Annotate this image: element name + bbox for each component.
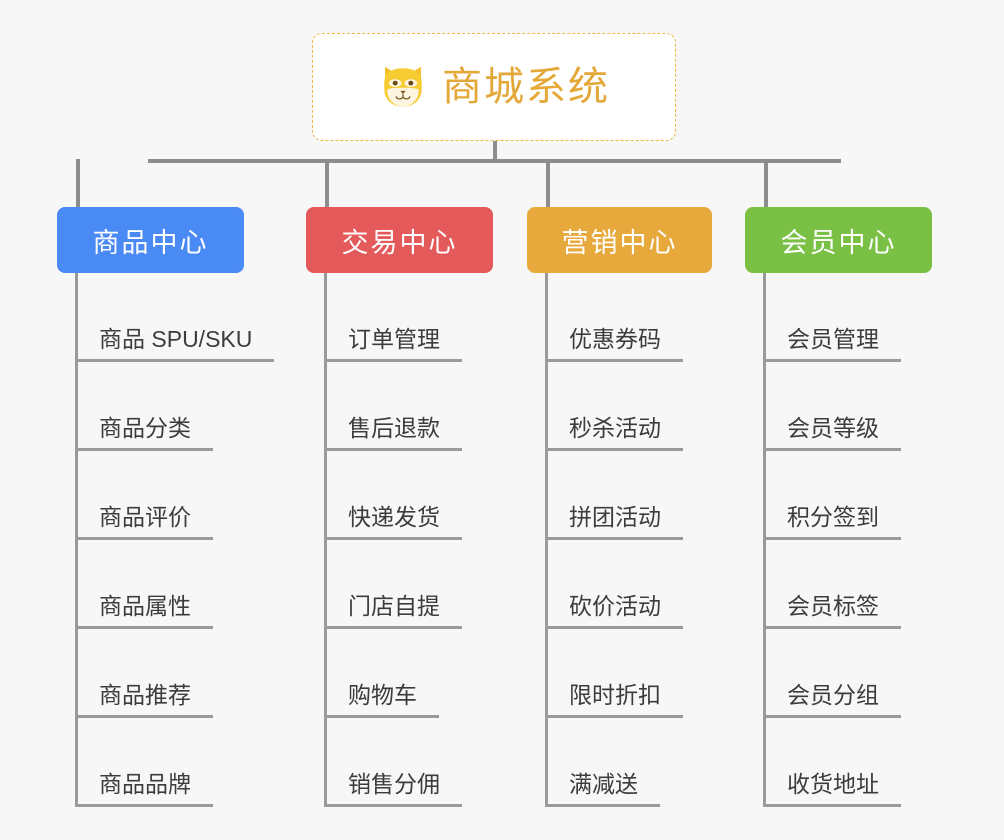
connector-root-vertical bbox=[493, 141, 497, 162]
leaf-item[interactable]: 快递发货 bbox=[326, 451, 493, 540]
leaf-label: 秒杀活动 bbox=[547, 415, 683, 451]
leaf-item[interactable]: 商品属性 bbox=[77, 540, 274, 629]
leaf-item[interactable]: 拼团活动 bbox=[547, 451, 712, 540]
leaf-spine bbox=[324, 273, 327, 807]
leaf-list-4: 会员管理 会员等级 积分签到 会员标签 会员分组 收货地址 bbox=[745, 273, 932, 807]
branch-header-label: 营销中心 bbox=[561, 227, 678, 258]
leaf-item[interactable]: 秒杀活动 bbox=[547, 362, 712, 451]
leaf-item[interactable]: 商品分类 bbox=[77, 362, 274, 451]
leaf-label: 销售分佣 bbox=[326, 771, 462, 807]
leaf-item[interactable]: 商品推荐 bbox=[77, 629, 274, 718]
leaf-label: 快递发货 bbox=[326, 504, 462, 540]
leaf-label: 会员等级 bbox=[765, 415, 901, 451]
connector-horizontal-bus bbox=[148, 159, 841, 163]
leaf-item[interactable]: 门店自提 bbox=[326, 540, 493, 629]
leaf-label: 商品分类 bbox=[77, 415, 213, 451]
root-title: 商城系统 bbox=[442, 65, 610, 109]
leaf-item[interactable]: 积分签到 bbox=[765, 451, 932, 540]
leaf-spine bbox=[545, 273, 548, 807]
branch-header-label: 会员中心 bbox=[780, 227, 897, 258]
leaf-item[interactable]: 商品 SPU/SKU bbox=[77, 273, 275, 362]
connector-drop-1 bbox=[76, 159, 80, 209]
branch-header-3[interactable]: 营销中心 bbox=[527, 207, 712, 273]
leaf-label: 收货地址 bbox=[765, 771, 901, 807]
leaf-item[interactable]: 满减送 bbox=[547, 718, 712, 807]
leaf-label: 商品推荐 bbox=[77, 682, 213, 718]
leaf-item[interactable]: 会员标签 bbox=[765, 540, 932, 629]
connector-drop-4 bbox=[764, 159, 768, 209]
leaf-label: 售后退款 bbox=[326, 415, 462, 451]
leaf-label: 优惠券码 bbox=[547, 326, 683, 362]
leaf-spine bbox=[763, 273, 766, 807]
branch-header-2[interactable]: 交易中心 bbox=[306, 207, 493, 273]
leaf-item[interactable]: 砍价活动 bbox=[547, 540, 712, 629]
leaf-label: 商品评价 bbox=[77, 504, 213, 540]
leaf-item[interactable]: 限时折扣 bbox=[547, 629, 712, 718]
leaf-item[interactable]: 购物车 bbox=[326, 629, 493, 718]
leaf-item[interactable]: 会员等级 bbox=[765, 362, 932, 451]
leaf-label: 订单管理 bbox=[326, 326, 462, 362]
branch-header-1[interactable]: 商品中心 bbox=[57, 207, 244, 273]
branch-header-label: 交易中心 bbox=[341, 227, 458, 258]
branch-column-3: 营销中心 优惠券码 秒杀活动 拼团活动 砍价活动 限时折扣 满减送 bbox=[527, 207, 712, 807]
leaf-list-1: 商品 SPU/SKU 商品分类 商品评价 商品属性 商品推荐 商品品牌 bbox=[57, 273, 275, 807]
leaf-label: 购物车 bbox=[326, 682, 439, 718]
leaf-item[interactable]: 售后退款 bbox=[326, 362, 493, 451]
leaf-item[interactable]: 会员分组 bbox=[765, 629, 932, 718]
branch-header-4[interactable]: 会员中心 bbox=[745, 207, 932, 273]
branch-column-4: 会员中心 会员管理 会员等级 积分签到 会员标签 会员分组 收货地址 bbox=[745, 207, 932, 807]
leaf-label: 满减送 bbox=[547, 771, 660, 807]
leaf-label: 门店自提 bbox=[326, 593, 462, 629]
leaf-item[interactable]: 订单管理 bbox=[326, 273, 493, 362]
leaf-label: 会员分组 bbox=[765, 682, 901, 718]
leaf-item[interactable]: 销售分佣 bbox=[326, 718, 493, 807]
leaf-label: 限时折扣 bbox=[547, 682, 683, 718]
leaf-label: 拼团活动 bbox=[547, 504, 683, 540]
connector-drop-3 bbox=[546, 159, 550, 209]
leaf-item[interactable]: 收货地址 bbox=[765, 718, 932, 807]
leaf-spine bbox=[75, 273, 78, 807]
leaf-item[interactable]: 会员管理 bbox=[765, 273, 932, 362]
leaf-label: 商品属性 bbox=[77, 593, 213, 629]
leaf-label: 商品品牌 bbox=[77, 771, 213, 807]
leaf-label: 商品 SPU/SKU bbox=[77, 326, 275, 362]
leaf-label: 会员标签 bbox=[765, 593, 901, 629]
branch-header-label: 商品中心 bbox=[92, 227, 209, 258]
branch-column-2: 交易中心 订单管理 售后退款 快递发货 门店自提 购物车 销售分佣 bbox=[306, 207, 493, 807]
leaf-item[interactable]: 商品评价 bbox=[77, 451, 274, 540]
leaf-item[interactable]: 优惠券码 bbox=[547, 273, 712, 362]
connector-drop-2 bbox=[325, 159, 329, 209]
root-node[interactable]: 商城系统 bbox=[312, 33, 676, 141]
leaf-label: 砍价活动 bbox=[547, 593, 683, 629]
shiba-inu-icon bbox=[384, 66, 422, 107]
leaf-label: 积分签到 bbox=[765, 504, 901, 540]
leaf-item[interactable]: 商品品牌 bbox=[77, 718, 274, 807]
leaf-list-3: 优惠券码 秒杀活动 拼团活动 砍价活动 限时折扣 满减送 bbox=[527, 273, 712, 807]
branch-column-1: 商品中心 商品 SPU/SKU 商品分类 商品评价 商品属性 商品推荐 商品品牌 bbox=[57, 207, 275, 807]
leaf-label: 会员管理 bbox=[765, 326, 901, 362]
leaf-list-2: 订单管理 售后退款 快递发货 门店自提 购物车 销售分佣 bbox=[306, 273, 493, 807]
